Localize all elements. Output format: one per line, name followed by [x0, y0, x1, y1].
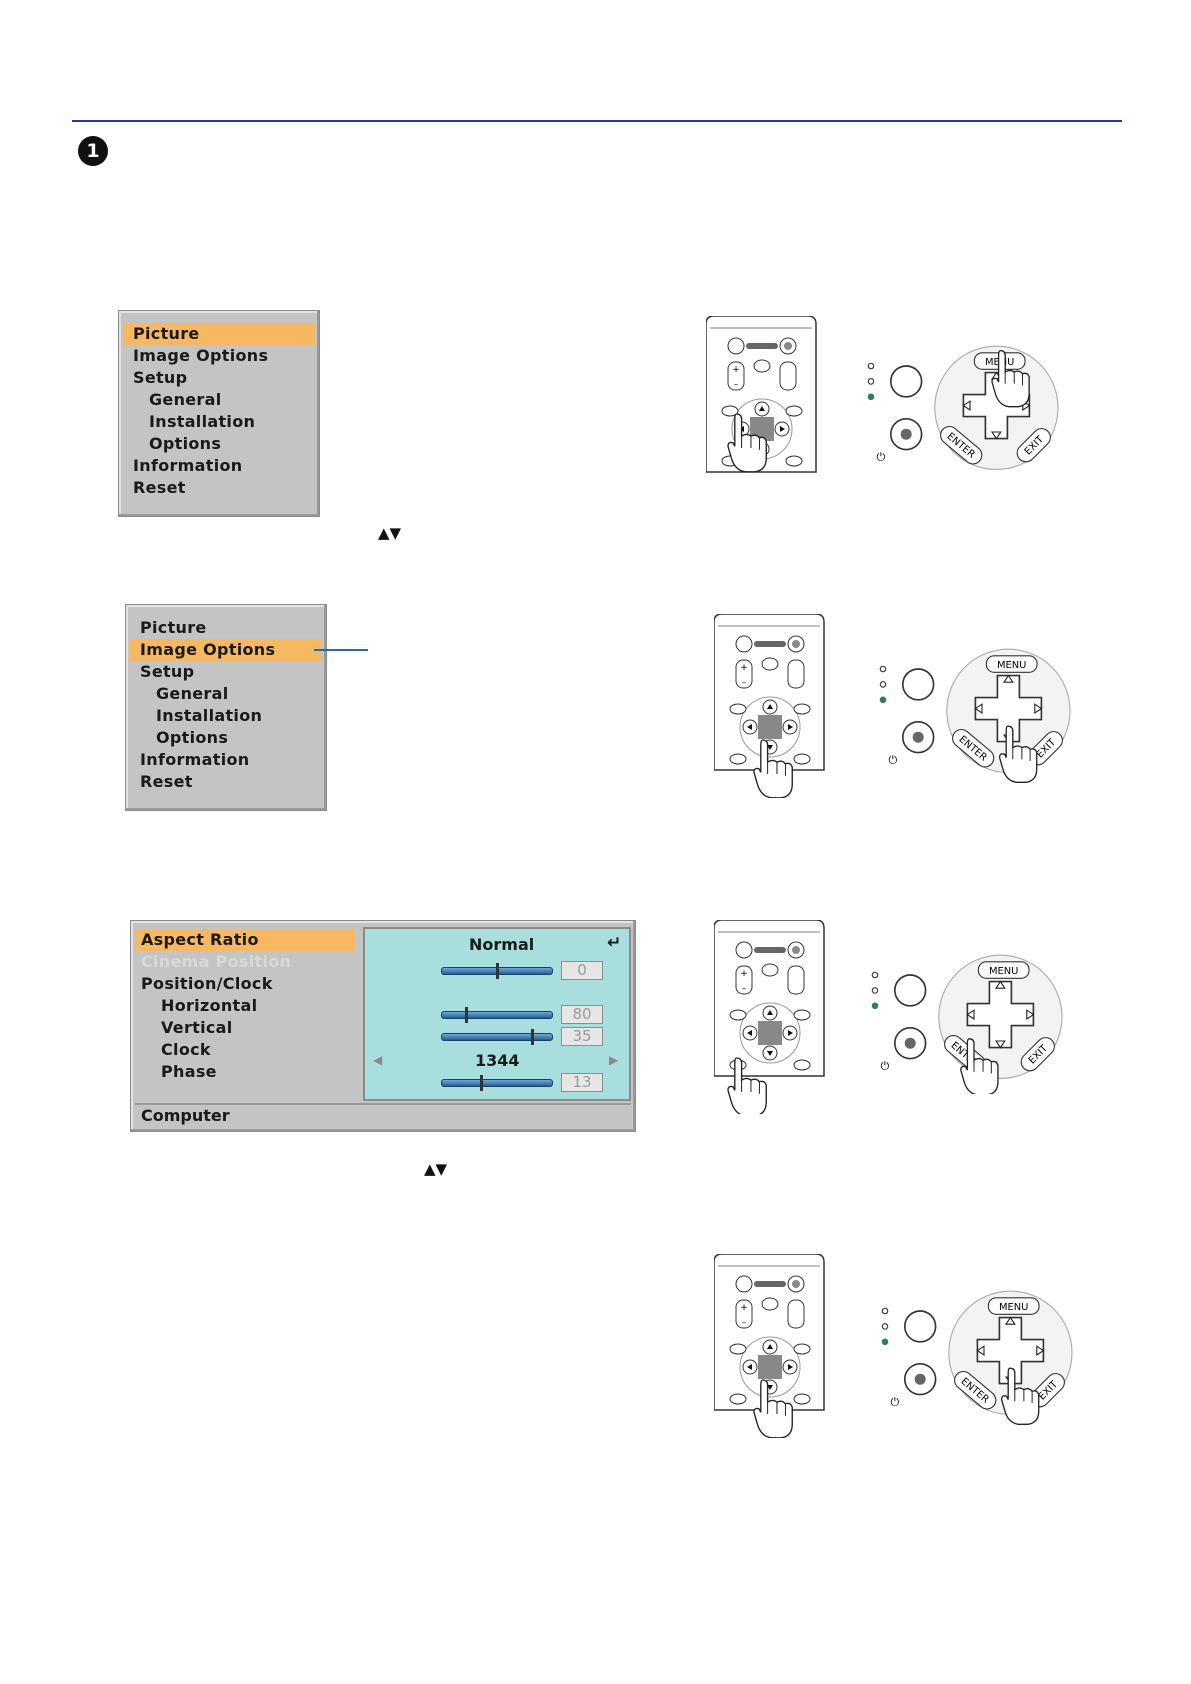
phase-thumb[interactable]: [479, 1075, 483, 1091]
clock-value: 1344: [475, 1051, 520, 1070]
panel-enter-step: [871, 954, 1063, 1094]
dialog-row-phase[interactable]: Phase: [161, 1062, 217, 1081]
menu2-item-options[interactable]: Options: [156, 728, 229, 747]
vertical-thumb[interactable]: [531, 1029, 535, 1045]
remote-enter-step: [714, 920, 825, 1114]
phase-slider[interactable]: [441, 1075, 553, 1091]
vertical-slider[interactable]: [441, 1029, 553, 1045]
dialog-row-horizontal[interactable]: Horizontal: [161, 996, 258, 1015]
value-panel: Normal ↵ 0 80 35 ◀ 1344 ▶ 13: [363, 927, 631, 1101]
menu1-item-information[interactable]: Information: [133, 456, 243, 475]
menu1-item-reset[interactable]: Reset: [133, 478, 186, 497]
remote-down-step-2: [714, 1254, 825, 1438]
panel-down-step: [879, 648, 1071, 783]
menu1-item-setup[interactable]: Setup: [133, 368, 188, 387]
horizontal-slider[interactable]: [441, 1007, 553, 1023]
dialog-row-cinema-position: Cinema Position: [141, 952, 292, 971]
menu2-item-setup[interactable]: Setup: [140, 662, 195, 681]
phase-value: 13: [561, 1073, 603, 1092]
menu2-item-information[interactable]: Information: [140, 750, 250, 769]
menu1-item-image-options[interactable]: Image Options: [133, 346, 269, 365]
menu2-item-reset[interactable]: Reset: [140, 772, 193, 791]
callout-leader-line: [314, 649, 368, 651]
up-down-arrows-hint-1: ▲▼: [378, 524, 402, 542]
dialog-footer: Computer: [135, 1103, 631, 1127]
clock-left-arrow-icon[interactable]: ◀: [373, 1053, 383, 1067]
remote-menu-step: [706, 316, 817, 473]
menu1-item-installation[interactable]: Installation: [149, 412, 256, 431]
menu1-item-general[interactable]: General: [149, 390, 222, 409]
enter-icon: ↵: [607, 933, 622, 953]
dialog-row-position-clock[interactable]: Position/Clock: [141, 974, 273, 993]
up-down-arrows-hint-2: ▲▼: [424, 1160, 448, 1178]
menu2-item-installation[interactable]: Installation: [156, 706, 263, 725]
dialog-row-clock[interactable]: Clock: [161, 1040, 211, 1059]
header-rule: [72, 120, 1122, 122]
horizontal-thumb[interactable]: [465, 1007, 469, 1023]
cinema-position-thumb[interactable]: [496, 963, 499, 979]
menu2-item-image-options[interactable]: Image Options: [130, 639, 322, 661]
cinema-position-value: 0: [561, 961, 603, 980]
menu2-item-picture[interactable]: Picture: [140, 618, 207, 637]
menu1-item-picture[interactable]: Picture: [123, 323, 315, 345]
panel-down-step-2: [881, 1290, 1073, 1425]
aspect-ratio-value: Normal: [469, 935, 535, 954]
horizontal-value: 80: [561, 1005, 603, 1024]
clock-right-arrow-icon[interactable]: ▶: [609, 1053, 619, 1067]
panel-menu-step: [867, 345, 1059, 471]
menu1-item-options[interactable]: Options: [149, 434, 222, 453]
step-number-badge: 1: [78, 136, 108, 166]
dialog-row-vertical[interactable]: Vertical: [161, 1018, 233, 1037]
cinema-position-slider[interactable]: [441, 963, 553, 979]
remote-down-step: [714, 614, 825, 798]
menu2-item-general[interactable]: General: [156, 684, 229, 703]
dialog-row-aspect-ratio[interactable]: Aspect Ratio: [135, 929, 355, 951]
vertical-value: 35: [561, 1027, 603, 1046]
